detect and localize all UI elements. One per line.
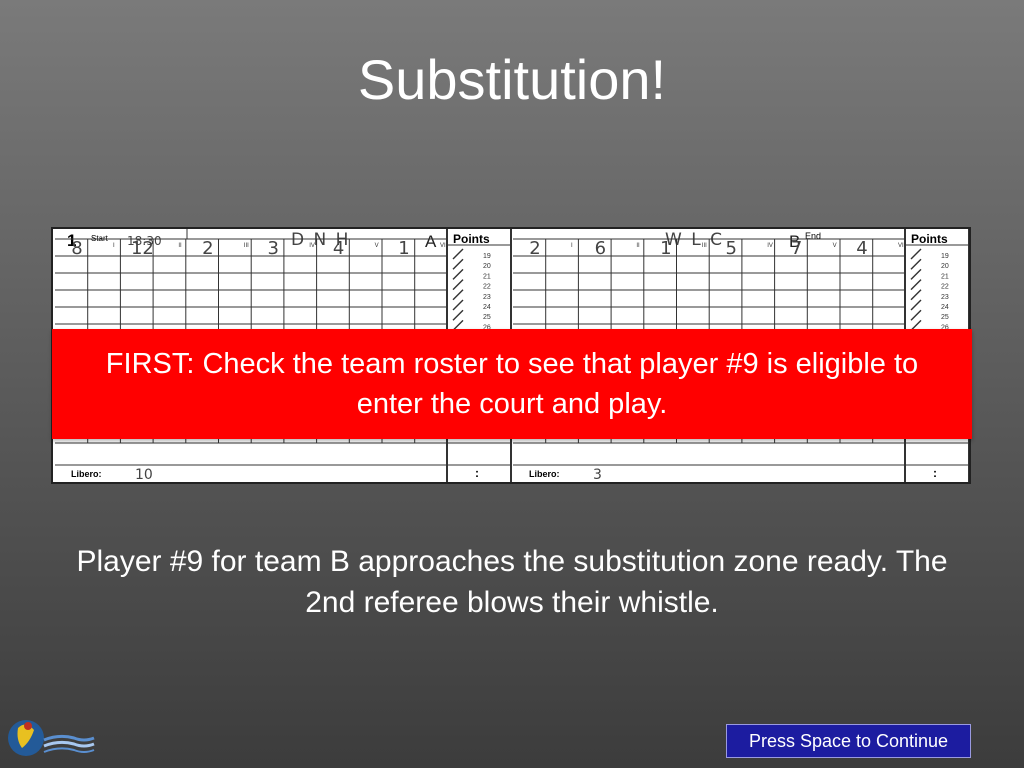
team-a-libero-label: Libero: xyxy=(71,469,102,479)
slide-caption: Player #9 for team B approaches the subs… xyxy=(76,545,948,619)
team-b-point-number: 23 xyxy=(941,294,949,301)
team-b-libero-label: Libero: xyxy=(529,469,560,479)
team-a-point-number: 20 xyxy=(483,263,491,270)
team-b-team-name: W L C xyxy=(665,230,724,250)
team-a-point-number: 26 xyxy=(483,324,491,331)
team-b-point-slash xyxy=(910,248,922,260)
team-a-separator: : xyxy=(475,466,479,480)
team-b-point-slash xyxy=(910,268,922,280)
alert-box: FIRST: Check the team roster to see that… xyxy=(52,329,972,439)
set-number: 1 xyxy=(67,231,76,250)
team-b-player-6: 4 xyxy=(856,238,867,259)
volleyball-federation-logo-icon xyxy=(8,720,95,756)
team-b-roman-5: V xyxy=(833,243,837,249)
team-b-player-2: 6 xyxy=(595,238,606,259)
team-a-point-number: 24 xyxy=(483,304,491,311)
team-a-point-slash xyxy=(452,248,464,260)
team-a-point-number: 22 xyxy=(483,284,491,291)
team-b-libero-number: 3 xyxy=(593,467,602,482)
team-b-point-slash xyxy=(910,279,922,291)
team-b-team-letter: B xyxy=(789,232,800,251)
team-a-player-3: 2 xyxy=(202,238,213,259)
team-b-points-label: Points xyxy=(911,232,948,246)
team-a-player-1: 8 xyxy=(71,238,82,259)
team-b-separator: : xyxy=(933,466,937,480)
team-b-point-slash xyxy=(910,299,922,311)
team-b-point-number: 25 xyxy=(941,314,949,321)
team-b-player-4: 5 xyxy=(725,238,736,259)
team-b-point-number: 19 xyxy=(941,253,949,260)
continue-button[interactable]: Press Space to Continue xyxy=(726,724,971,758)
team-a-point-slash xyxy=(452,279,464,291)
team-a-roman-5: V xyxy=(375,243,379,249)
team-a-player-4: 3 xyxy=(267,238,278,259)
team-a-point-slash xyxy=(452,319,464,331)
team-b-point-number: 22 xyxy=(941,284,949,291)
team-a-point-slash xyxy=(452,258,464,270)
team-a-player-5: 4 xyxy=(333,238,344,259)
team-a-roman-6: VI xyxy=(440,243,446,249)
team-a-point-slash xyxy=(452,309,464,321)
alert-text: FIRST: Check the team roster to see that… xyxy=(105,348,919,420)
team-a-point-slash xyxy=(452,299,464,311)
team-b-point-slash xyxy=(910,289,922,301)
team-b-roman-2: II xyxy=(636,243,640,249)
team-b-roman-4: IV xyxy=(767,243,773,249)
team-a-point-slash xyxy=(452,289,464,301)
team-b-point-slash xyxy=(910,309,922,321)
team-b-roman-6: VI xyxy=(898,243,904,249)
team-a-roman-2: II xyxy=(178,243,182,249)
team-a-point-number: 21 xyxy=(483,273,491,280)
team-a-point-number: 19 xyxy=(483,253,491,260)
team-a-roman-4: IV xyxy=(309,243,315,249)
team-b-point-slash xyxy=(910,319,922,331)
team-b-point-number: 24 xyxy=(941,304,949,311)
team-b-player-5: 7 xyxy=(791,238,802,259)
team-a-point-slash xyxy=(452,268,464,280)
end-label: End xyxy=(805,231,821,241)
team-b-player-3: 1 xyxy=(660,238,671,259)
team-a-team-letter: A xyxy=(425,232,437,251)
team-a-roman-3: III xyxy=(244,243,249,249)
team-b-point-number: 20 xyxy=(941,263,949,270)
team-a-player-2: 12 xyxy=(131,238,154,259)
team-a-point-number: 23 xyxy=(483,294,491,301)
slide-title: Substitution! xyxy=(357,48,667,111)
team-a-roman-1: I xyxy=(113,243,115,249)
team-b-point-slash xyxy=(910,258,922,270)
team-b-roman-3: III xyxy=(702,243,707,249)
team-a-point-number: 25 xyxy=(483,314,491,321)
team-a-player-6: 1 xyxy=(398,238,409,259)
team-a-points-label: Points xyxy=(453,232,490,246)
team-b-point-number: 21 xyxy=(941,273,949,280)
team-a-team-name: D N H xyxy=(291,230,350,250)
team-b-roman-1: I xyxy=(571,243,573,249)
team-b-player-1: 2 xyxy=(529,238,540,259)
team-a-libero-number: 10 xyxy=(135,467,153,482)
team-b-point-number: 26 xyxy=(941,324,949,331)
